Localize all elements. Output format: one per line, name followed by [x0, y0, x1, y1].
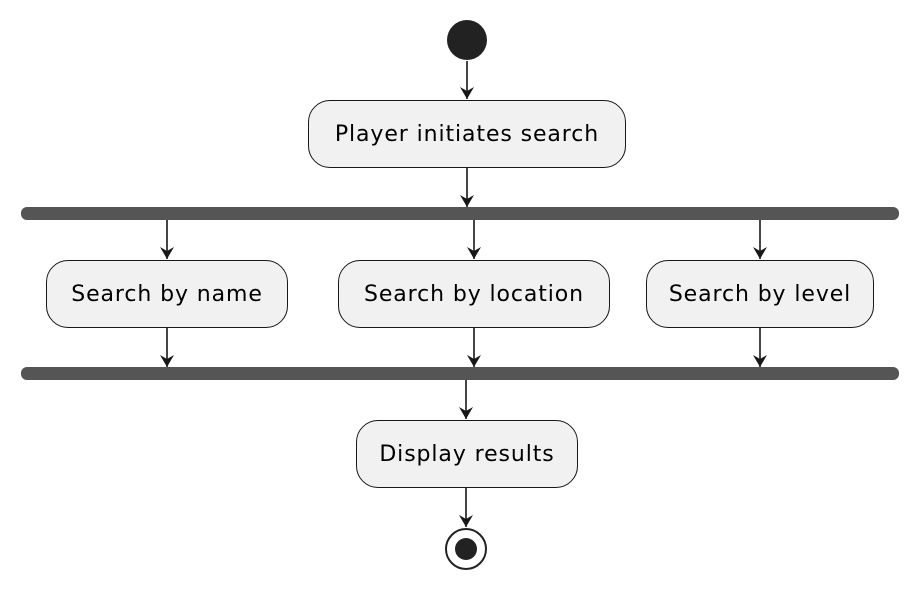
- end-node-core: [455, 538, 477, 560]
- action-initiate-search: Player initiates search: [308, 100, 626, 168]
- action-search-by-location: Search by location: [338, 260, 610, 328]
- end-node: [445, 528, 487, 570]
- join-bar: [21, 367, 899, 380]
- start-node: [447, 20, 487, 60]
- action-search-by-level: Search by level: [646, 260, 874, 328]
- fork-bar: [21, 207, 899, 220]
- action-search-by-name: Search by name: [46, 260, 288, 328]
- action-display-results: Display results: [356, 420, 578, 488]
